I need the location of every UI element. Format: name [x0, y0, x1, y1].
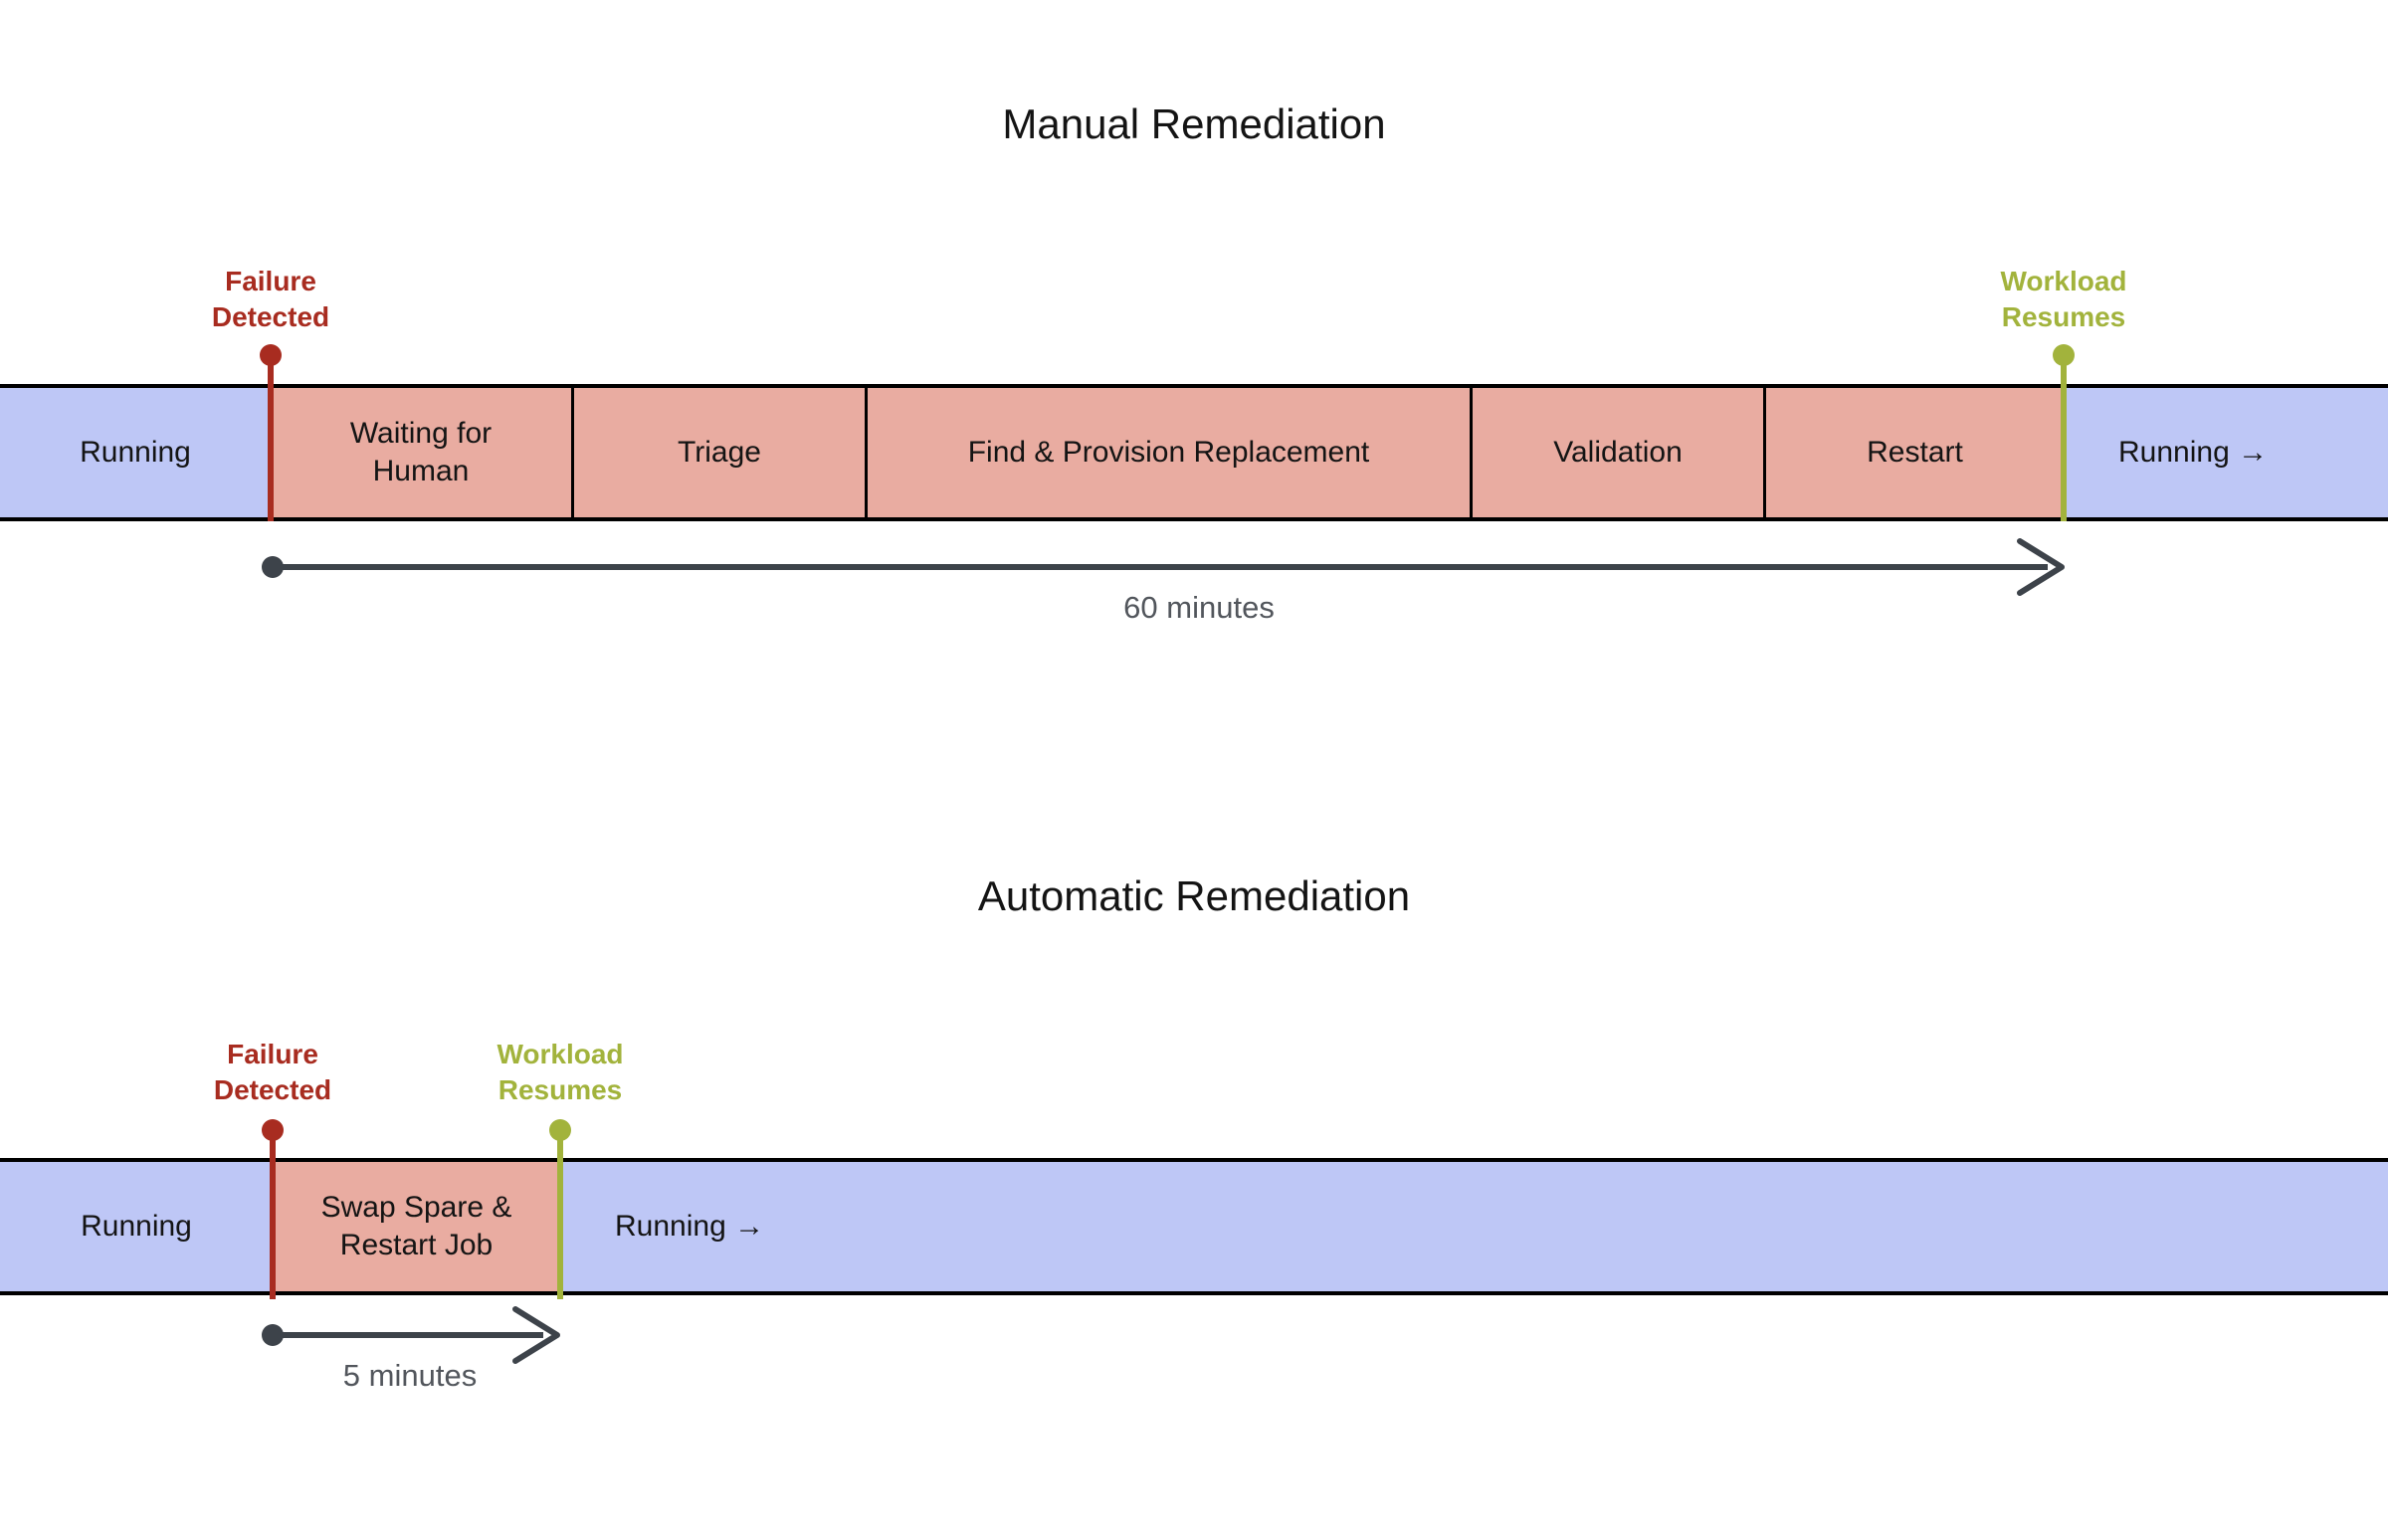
- duration-label-manual: 60 minutes: [1123, 590, 1275, 625]
- arrow-head: [2017, 538, 2065, 596]
- failure-detected-label-line1: Failure: [227, 1039, 318, 1069]
- arrow-start-dot: [262, 1324, 284, 1346]
- duration-arrow-manual: [262, 538, 2065, 596]
- segment-swap-spare-restart-job: Swap Spare & Restart Job: [273, 1162, 560, 1291]
- duration-label-automatic: 5 minutes: [342, 1358, 478, 1393]
- failure-detected-label-line2: Detected: [211, 301, 330, 332]
- segment-restart: Restart: [1763, 388, 2064, 517]
- workload-resumes-label-line2: Resumes: [2001, 301, 2126, 332]
- timeline-title-manual: Manual Remediation: [1002, 100, 1386, 147]
- segment-running-after: Running →: [560, 1162, 2388, 1291]
- segment-triage: Triage: [571, 388, 865, 517]
- segment-running-before: Running: [0, 388, 271, 517]
- failure-marker-line: [268, 355, 274, 521]
- duration-arrow-automatic: [262, 1306, 560, 1364]
- segment-find-provision-replacement: Find & Provision Replacement: [865, 388, 1470, 517]
- segment-validation: Validation: [1470, 388, 1763, 517]
- workload-resumes-label-line2: Resumes: [498, 1074, 623, 1105]
- segment-running-before: Running: [0, 1162, 273, 1291]
- failure-marker-line: [270, 1130, 276, 1299]
- failure-detected-label: Failure Detected: [113, 1037, 432, 1108]
- workload-marker-line: [557, 1130, 563, 1299]
- timeline-title-automatic: Automatic Remediation: [977, 872, 1411, 919]
- manual-timeline-bar: Running Waiting for Human Triage Find & …: [0, 384, 2388, 521]
- failure-detected-label-line1: Failure: [225, 266, 316, 296]
- failure-detected-label: Failure Detected: [111, 264, 430, 335]
- workload-resumes-label-line1: Workload: [497, 1039, 624, 1069]
- workload-marker-line: [2061, 355, 2067, 521]
- workload-resumes-label: Workload Resumes: [1904, 264, 2223, 335]
- arrow-start-dot: [262, 556, 284, 578]
- workload-resumes-label: Workload Resumes: [401, 1037, 719, 1108]
- segment-waiting-for-human: Waiting for Human: [271, 388, 571, 517]
- failure-detected-label-line2: Detected: [213, 1074, 332, 1105]
- arrow-head: [512, 1306, 560, 1364]
- segment-running-after: Running →: [2064, 388, 2388, 517]
- automatic-timeline-bar: Running Swap Spare & Restart Job Running…: [0, 1158, 2388, 1295]
- workload-resumes-label-line1: Workload: [2000, 266, 2127, 296]
